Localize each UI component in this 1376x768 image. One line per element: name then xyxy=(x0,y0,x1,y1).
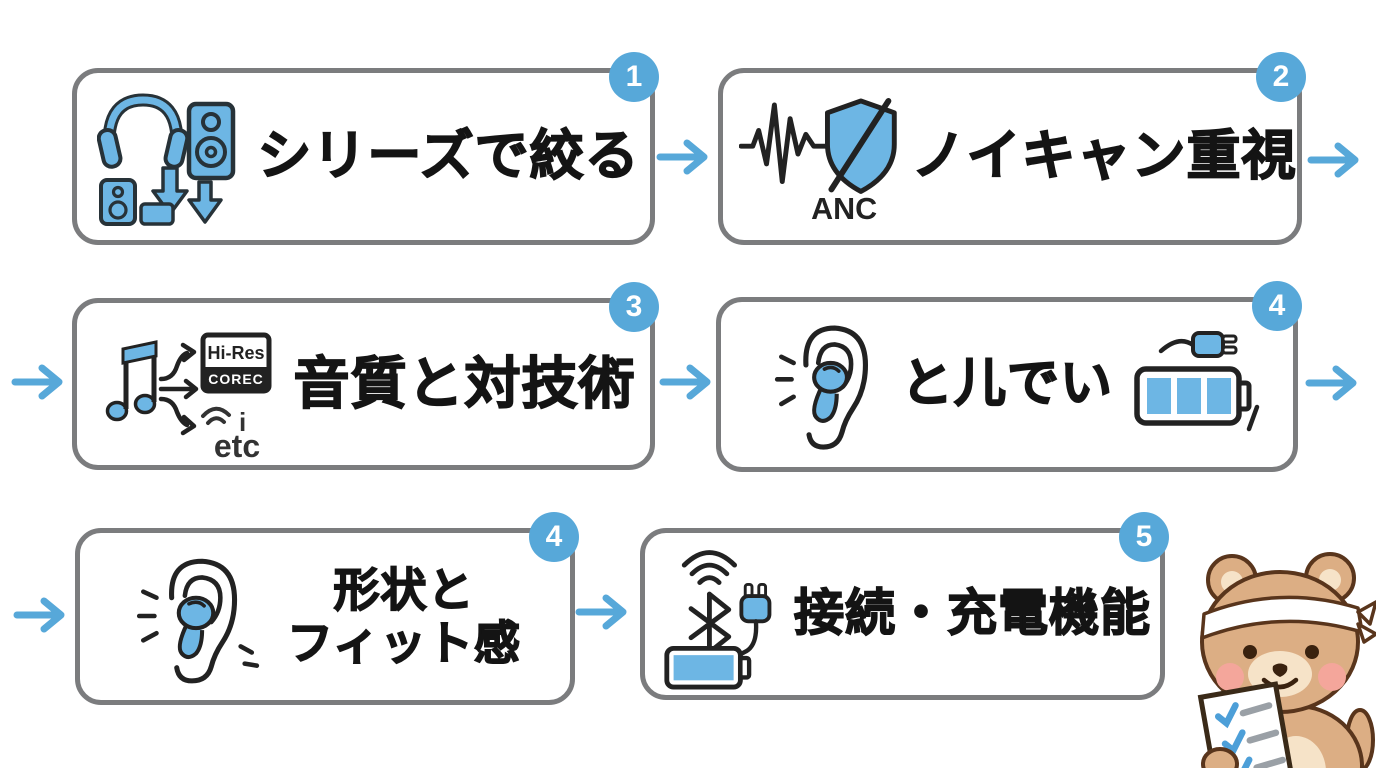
ear-earbud-icon xyxy=(769,315,887,455)
flow-arrow-right-icon xyxy=(1305,365,1357,401)
badge-number: 5 xyxy=(1135,520,1153,553)
step-label-2: ノイキャン重視 xyxy=(911,126,1297,188)
step-badge-3: 3 xyxy=(609,282,659,332)
badge-number: 4 xyxy=(1268,289,1286,322)
music-note-codec-icon: Hi-Res COREC i etc xyxy=(99,309,279,459)
step-box-4: 4 と儿でい xyxy=(716,281,1302,472)
step-box-6: 5 接続・充電 xyxy=(640,512,1169,700)
etc-text: etc xyxy=(214,428,260,459)
step-box-3: 3 Hi-Res COREC xyxy=(72,282,659,470)
flow-arrow-right-icon xyxy=(659,364,711,400)
step-label-1: シリーズで絞る xyxy=(257,126,640,188)
step-box-1: 1 シリーズで絞る xyxy=(72,52,659,245)
step-badge-6: 5 xyxy=(1119,512,1169,562)
badge-number: 1 xyxy=(625,60,643,93)
step-label-3: 音質と対技術 xyxy=(293,351,636,416)
step-badge-4: 4 xyxy=(1252,281,1302,331)
step-label-6: 接続・充電機能 xyxy=(793,585,1151,642)
step-label-4: と儿でい xyxy=(900,354,1113,413)
flow-arrow-right-icon xyxy=(13,597,65,633)
badge-number: 2 xyxy=(1272,60,1290,93)
step-label-5-line1: 形状と xyxy=(333,563,475,616)
step-box-5: 4 形状と フィット感 xyxy=(75,512,579,705)
step-box-2: 2 ANC ノイキャン重視 xyxy=(718,52,1306,245)
signal-i-text: i xyxy=(239,407,246,437)
mascot-bear xyxy=(1180,540,1376,768)
step-badge-2: 2 xyxy=(1256,52,1306,102)
flow-arrow-right-icon xyxy=(575,594,627,630)
ear-earbud-fit-icon xyxy=(129,545,261,689)
noise-wave-shield-icon: ANC xyxy=(739,88,911,226)
step-label-5: 形状と フィット感 xyxy=(286,563,522,670)
bear-with-headband-holding-checklist-icon xyxy=(1197,552,1376,768)
bluetooth-charge-icon xyxy=(659,538,785,690)
flow-arrow-right-icon xyxy=(11,364,63,400)
hires-logo-text: Hi-Res xyxy=(207,343,264,363)
badge-number: 4 xyxy=(545,520,563,553)
step-badge-1: 1 xyxy=(609,52,659,102)
step-label-5-line2: フィット感 xyxy=(286,616,522,669)
badge-number: 3 xyxy=(625,290,643,323)
audio-devices-filter-icon xyxy=(97,88,247,226)
flow-arrow-right-icon xyxy=(656,139,708,175)
codec-logo-text: COREC xyxy=(208,371,264,387)
step-badge-5: 4 xyxy=(529,512,579,562)
anc-caption: ANC xyxy=(811,191,877,225)
flow-arrow-right-icon xyxy=(1307,142,1359,178)
battery-plug-icon xyxy=(1127,327,1267,442)
